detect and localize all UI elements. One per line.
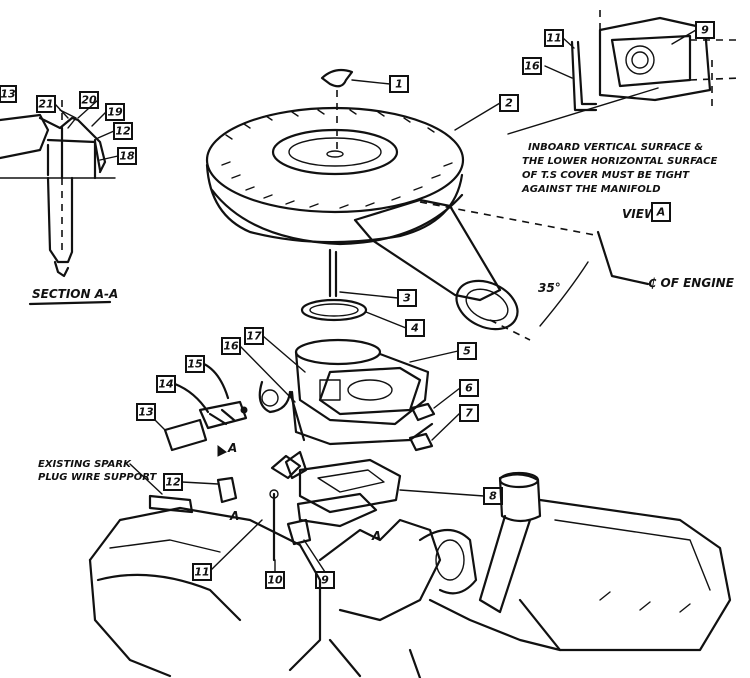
spark-note-line-1: EXISTING SPARK bbox=[38, 459, 132, 470]
callout-12-section: 12 bbox=[113, 122, 133, 140]
callout-11-view: 11 bbox=[544, 29, 564, 47]
carburetor-spacer: 8 bbox=[284, 450, 503, 528]
svg-text:19: 19 bbox=[107, 106, 123, 119]
stud-and-gasket: 3 4 bbox=[300, 248, 425, 337]
svg-text:21: 21 bbox=[38, 98, 53, 111]
svg-text:9: 9 bbox=[701, 24, 709, 37]
lower-hardware: 11 10 9 bbox=[192, 454, 335, 589]
callout-11: 11 bbox=[192, 563, 212, 581]
callout-2: 2 bbox=[499, 94, 519, 112]
svg-text:8: 8 bbox=[489, 490, 497, 503]
svg-text:13: 13 bbox=[138, 406, 154, 419]
callout-1: 1 bbox=[389, 75, 409, 93]
svg-text:1: 1 bbox=[395, 78, 403, 91]
spark-plug-wire-support: EXISTING SPARK PLUG WIRE SUPPORT 12 A A bbox=[38, 441, 239, 523]
callout-16: 16 bbox=[522, 57, 542, 75]
svg-text:9: 9 bbox=[321, 574, 329, 587]
callout-8: 8 bbox=[483, 487, 503, 505]
choke-heat-tube-parts: 15 14 13 bbox=[136, 355, 248, 452]
callout-10: 10 bbox=[265, 571, 285, 589]
callout-4: 4 bbox=[405, 319, 425, 337]
svg-text:13: 13 bbox=[0, 88, 16, 101]
engine-manifold: A bbox=[88, 471, 732, 678]
svg-text:10: 10 bbox=[267, 574, 283, 587]
svg-text:15: 15 bbox=[187, 358, 203, 371]
svg-text:2: 2 bbox=[505, 97, 513, 110]
section-marker-upper: A bbox=[227, 441, 237, 455]
view-note-line-4: AGAINST THE MANIFOLD bbox=[521, 184, 661, 195]
svg-text:3: 3 bbox=[403, 292, 411, 305]
svg-text:5: 5 bbox=[463, 345, 471, 358]
svg-text:11: 11 bbox=[546, 32, 561, 45]
svg-text:7: 7 bbox=[465, 407, 473, 420]
svg-text:6: 6 bbox=[465, 382, 473, 395]
callout-13-choke: 13 bbox=[136, 403, 156, 421]
svg-text:17: 17 bbox=[246, 330, 262, 343]
callout-18: 18 bbox=[117, 147, 137, 165]
spark-note-line-2: PLUG WIRE SUPPORT bbox=[38, 472, 157, 483]
callout-5: 5 bbox=[457, 342, 477, 360]
callout-20: 20 bbox=[79, 91, 99, 109]
callout-16-carb: 16 bbox=[221, 337, 241, 355]
angle-label: 35° bbox=[538, 281, 561, 295]
callout-9-view: 9 bbox=[695, 21, 715, 39]
svg-text:A: A bbox=[656, 206, 666, 219]
svg-text:4: 4 bbox=[410, 322, 419, 335]
view-note-line-1: INBOARD VERTICAL SURFACE & bbox=[528, 142, 703, 153]
view-note-line-3: OF T.S COVER MUST BE TIGHT bbox=[522, 170, 690, 181]
svg-text:16: 16 bbox=[524, 60, 540, 73]
callout-15: 15 bbox=[185, 355, 205, 373]
callout-21: 21 bbox=[36, 95, 56, 113]
view-letter-box: A bbox=[651, 202, 671, 222]
svg-text:11: 11 bbox=[194, 566, 209, 579]
view-a-detail: 11 16 9 INBOARD VERTICAL SURFACE & THE L… bbox=[507, 10, 741, 222]
svg-text:12: 12 bbox=[165, 476, 181, 489]
callout-17: 17 bbox=[244, 327, 264, 345]
section-a-a-detail: 13 21 20 19 12 18 SECTION A-A bbox=[0, 85, 137, 306]
air-cleaner-assembly: 1 2 35° ₵ OF ENGINE bbox=[205, 68, 735, 341]
section-marker-lower: A bbox=[229, 509, 239, 523]
callout-12: 12 bbox=[163, 473, 183, 491]
callout-6: 6 bbox=[459, 379, 479, 397]
callout-13: 13 bbox=[0, 85, 17, 103]
section-a-a-title: SECTION A-A bbox=[32, 287, 118, 301]
svg-text:18: 18 bbox=[119, 150, 135, 163]
carburetor-body: 5 17 16 bbox=[221, 327, 477, 446]
engine-centerline-label: ₵ OF ENGINE bbox=[648, 276, 735, 290]
callout-9: 9 bbox=[315, 571, 335, 589]
callout-14: 14 bbox=[156, 375, 176, 393]
view-note-line-2: THE LOWER HORIZONTAL SURFACE bbox=[522, 156, 717, 167]
section-marker-manifold: A bbox=[371, 529, 381, 543]
callout-19: 19 bbox=[105, 103, 125, 121]
svg-text:12: 12 bbox=[115, 125, 131, 138]
callout-7: 7 bbox=[459, 404, 479, 422]
view-label: VIEW bbox=[622, 207, 658, 221]
svg-text:20: 20 bbox=[81, 94, 97, 107]
svg-text:14: 14 bbox=[158, 378, 173, 391]
svg-text:16: 16 bbox=[223, 340, 239, 353]
callout-3: 3 bbox=[397, 289, 417, 307]
hold-down-nuts: 6 7 bbox=[408, 379, 479, 452]
